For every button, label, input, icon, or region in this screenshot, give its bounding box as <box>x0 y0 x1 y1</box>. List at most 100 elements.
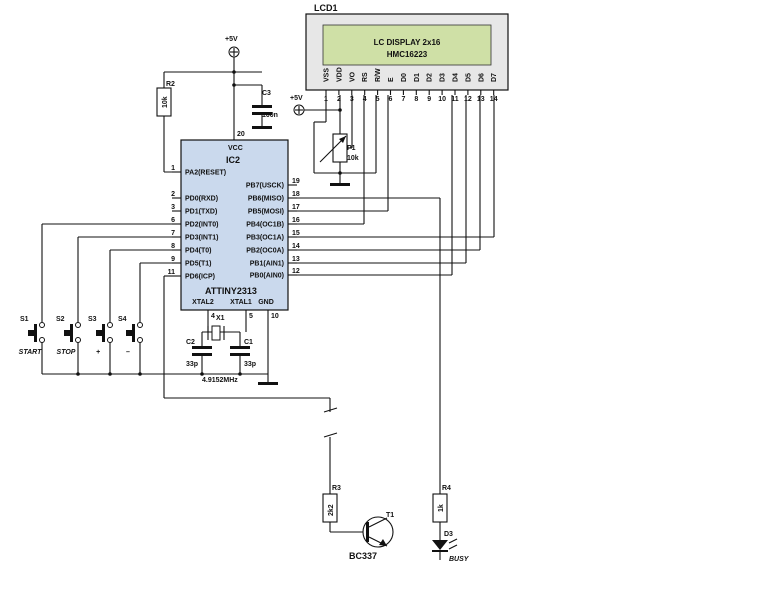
ic-pin-name: PB7(USCK) <box>246 183 284 190</box>
c1-ref: C1 <box>244 339 253 346</box>
lcd-pin-number: 12 <box>464 96 472 103</box>
lcd-pin-name: E <box>388 77 395 82</box>
lcd-pin-number: 4 <box>363 96 367 103</box>
lcd-pin-name: RS <box>362 72 369 82</box>
capacitor-c1-plate-2 <box>230 353 250 356</box>
lcd-pin-name: D5 <box>465 73 472 82</box>
lcd-line-2: HMC16223 <box>387 50 428 59</box>
lcd-data-wiring <box>297 95 495 494</box>
lcd-pin-name: VO <box>349 71 356 82</box>
r2-ref: R2 <box>166 81 175 88</box>
supply-top-label: +5V <box>225 36 238 43</box>
lcd-pin-name: D4 <box>453 73 460 82</box>
supply-top: +5V <box>164 36 262 87</box>
switch-wiring <box>41 223 330 399</box>
lcd-pin-number: 11 <box>451 96 459 103</box>
ic-pin-number: 11 <box>168 269 176 276</box>
p1-value: 10k <box>347 155 359 162</box>
contrast-circuit: +5V P1 10k <box>290 95 359 186</box>
lcd-pin-number: 5 <box>376 96 380 103</box>
ground-p1 <box>330 183 350 186</box>
lcd-pin-name: VDD <box>336 67 343 82</box>
ic-pin-name: XTAL1 <box>230 299 252 306</box>
lcd-pin-number: 9 <box>427 96 431 103</box>
lcd-pin-name: D1 <box>414 73 421 82</box>
capacitor-c3: C3 100n <box>252 85 278 129</box>
c2-ref: C2 <box>186 339 195 346</box>
switch-label: STOP <box>57 349 76 356</box>
ic-pin-number: 13 <box>292 256 300 263</box>
resistor-r2: R2 10k <box>156 72 181 173</box>
microcontroller-ic2: VCC IC2 ATTINY2313 1PA2(RESET)2PD0(RXD)3… <box>168 72 300 320</box>
lcd-pin-name: D2 <box>427 73 434 82</box>
lcd-pin-name: R/W <box>375 68 382 82</box>
d3-label: BUSY <box>449 556 470 563</box>
ground-c3 <box>252 126 272 129</box>
pushbutton-s3: S3 + <box>88 316 113 356</box>
c1-value: 33p <box>244 361 256 368</box>
pushbutton-s4: S4 – <box>118 316 143 356</box>
transistor-driver: R3 2k2 T1 BC337 <box>322 398 394 561</box>
lcd-pin-number: 6 <box>389 96 393 103</box>
lcd-pin-number: 13 <box>477 96 485 103</box>
ic-pin-name: PB6(MISO) <box>248 196 284 203</box>
r3-ref: R3 <box>332 485 341 492</box>
capacitor-c3-plate-1 <box>252 105 272 108</box>
lcd-pin-number: 8 <box>414 96 418 103</box>
c3-ref: C3 <box>262 90 271 97</box>
ic-pin-name: PD5(T1) <box>185 261 211 268</box>
oscillator-circuit: X1 C2 33p C1 33p 4.9152MHz <box>186 310 278 385</box>
lcd-module: LCD1 LC DISPLAY 2x16 HMC16223 VSS1VDD2VO… <box>305 3 509 103</box>
ic-pin-number: 17 <box>292 204 300 211</box>
lcd-screen <box>322 24 492 66</box>
ic-pin-number: 3 <box>171 204 175 211</box>
r3-value: 2k2 <box>328 504 335 516</box>
c3-value: 100n <box>262 112 278 119</box>
ic-pin-number: 15 <box>292 230 300 237</box>
lcd-pin-number: 10 <box>438 96 446 103</box>
lcd-ref: LCD1 <box>314 3 338 13</box>
ic-vcc-label: VCC <box>228 145 243 152</box>
ic-pin-name: PB4(OC1B) <box>246 222 284 229</box>
ic-pin-number: 6 <box>171 217 175 224</box>
r2-value: 10k <box>162 96 169 108</box>
switch-ref: S1 <box>20 316 29 323</box>
ic-pin-name: PD0(RXD) <box>185 196 218 203</box>
ic-pin-name: PB2(OC0A) <box>246 248 284 255</box>
switch-ref: S3 <box>88 316 97 323</box>
ic-pin-number: 16 <box>292 217 300 224</box>
ic-pin-name: PB1(AIN1) <box>250 261 284 268</box>
ic-pin-number: 7 <box>171 230 175 237</box>
ic-ref: IC2 <box>226 155 240 165</box>
switch-ref: S4 <box>118 316 127 323</box>
capacitor-c1-plate-1 <box>230 346 250 349</box>
switch-label: + <box>96 349 100 356</box>
ic-left-pins: 1PA2(RESET)2PD0(RXD)3PD1(TXD)6PD2(INT0)7… <box>168 165 227 281</box>
switch-ref: S2 <box>56 316 65 323</box>
ic-pin-name: PD6(ICP) <box>185 274 215 281</box>
lcd-pin-name: D6 <box>478 73 485 82</box>
ic-pin-name: PB3(OC1A) <box>246 235 284 242</box>
transistor-t1-body <box>362 516 394 548</box>
switch-label: – <box>126 349 130 356</box>
busy-led-circuit: R4 1k D3 BUSY <box>432 485 470 563</box>
capacitor-c3-plate-2 <box>252 112 272 115</box>
ic-pin-number: 4 <box>211 313 215 320</box>
ic-body <box>180 139 289 311</box>
ic-pin-name: PA2(RESET) <box>185 170 226 177</box>
ic-pin-number: 8 <box>171 243 175 250</box>
ic-pin-name: GND <box>258 299 274 306</box>
ic-pin-name: PB5(MOSI) <box>248 209 284 216</box>
d3-ref: D3 <box>444 531 453 538</box>
led-d3-symbol <box>432 540 448 550</box>
crystal-x1-body <box>211 325 221 341</box>
capacitor-c2-plate-1 <box>192 346 212 349</box>
crystal-frequency: 4.9152MHz <box>202 377 238 384</box>
ic-pin-number: 12 <box>292 268 300 275</box>
ic-pin-number: 18 <box>292 191 300 198</box>
ic-pin-number: 19 <box>292 178 300 185</box>
ic-pin-number: 9 <box>171 256 175 263</box>
lcd-pin-number: 2 <box>337 96 341 103</box>
